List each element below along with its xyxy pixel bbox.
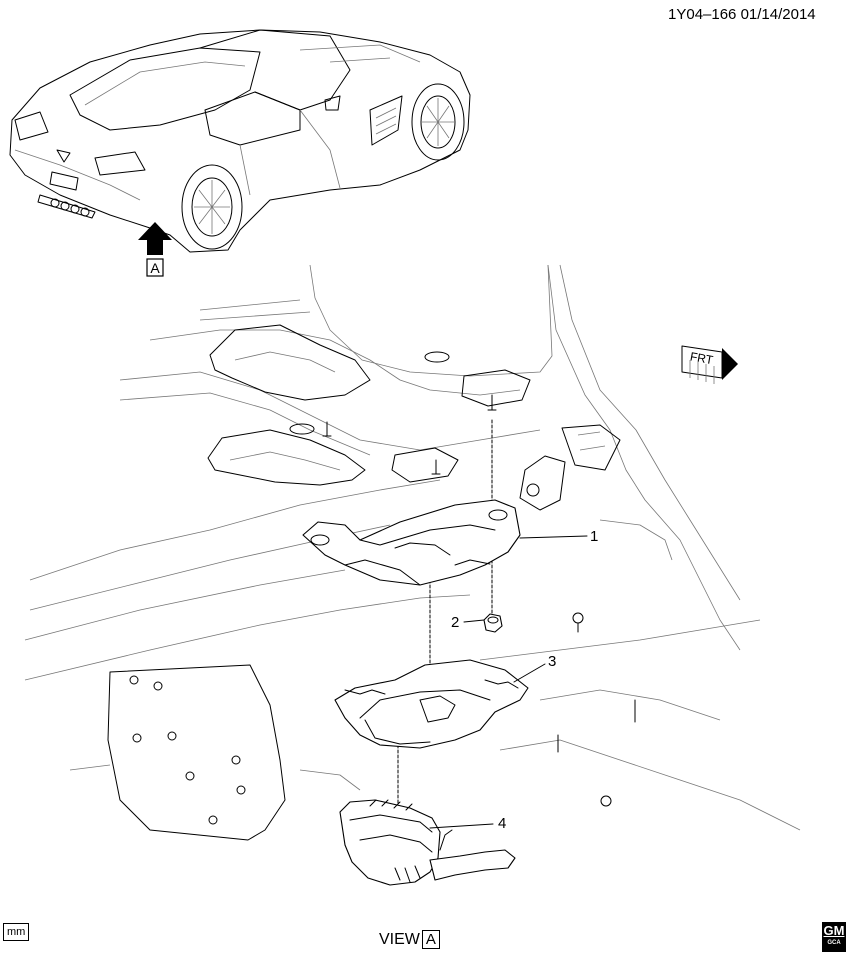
callout-number: 4 <box>498 815 506 832</box>
front-indicator-text: FRT <box>689 349 715 367</box>
callout-number: 2 <box>451 614 459 631</box>
part-2-nut <box>483 613 503 633</box>
gm-logo-main: GM <box>823 923 845 938</box>
view-label-prefix: VIEW <box>379 930 420 948</box>
view-marker-box <box>146 258 164 277</box>
view-label: VIEW A <box>379 930 440 949</box>
callout-number: 1 <box>590 528 598 545</box>
callout-number: 3 <box>548 653 556 670</box>
view-direction-arrow <box>138 222 172 255</box>
callout-3: 3 <box>513 653 556 683</box>
part-3-module-tray <box>334 659 529 749</box>
callout-2: 2 <box>451 614 485 631</box>
part-4-electronic-module <box>339 799 516 886</box>
gm-logo: GM GCA <box>822 922 846 952</box>
units-label: mm <box>3 923 30 941</box>
view-marker-letter: A <box>150 260 160 276</box>
front-direction-indicator: FRT <box>681 345 738 384</box>
part-1-tray-bracket <box>302 499 521 586</box>
underbody-structure <box>24 264 801 841</box>
vehicle-illustration <box>9 29 471 253</box>
view-label-letter: A <box>421 930 440 949</box>
document-id: 1Y04–166 01/14/2014 <box>668 6 816 23</box>
gm-logo-sub: GCA <box>827 940 841 946</box>
callout-1: 1 <box>519 528 598 545</box>
callout-4: 4 <box>429 815 506 832</box>
